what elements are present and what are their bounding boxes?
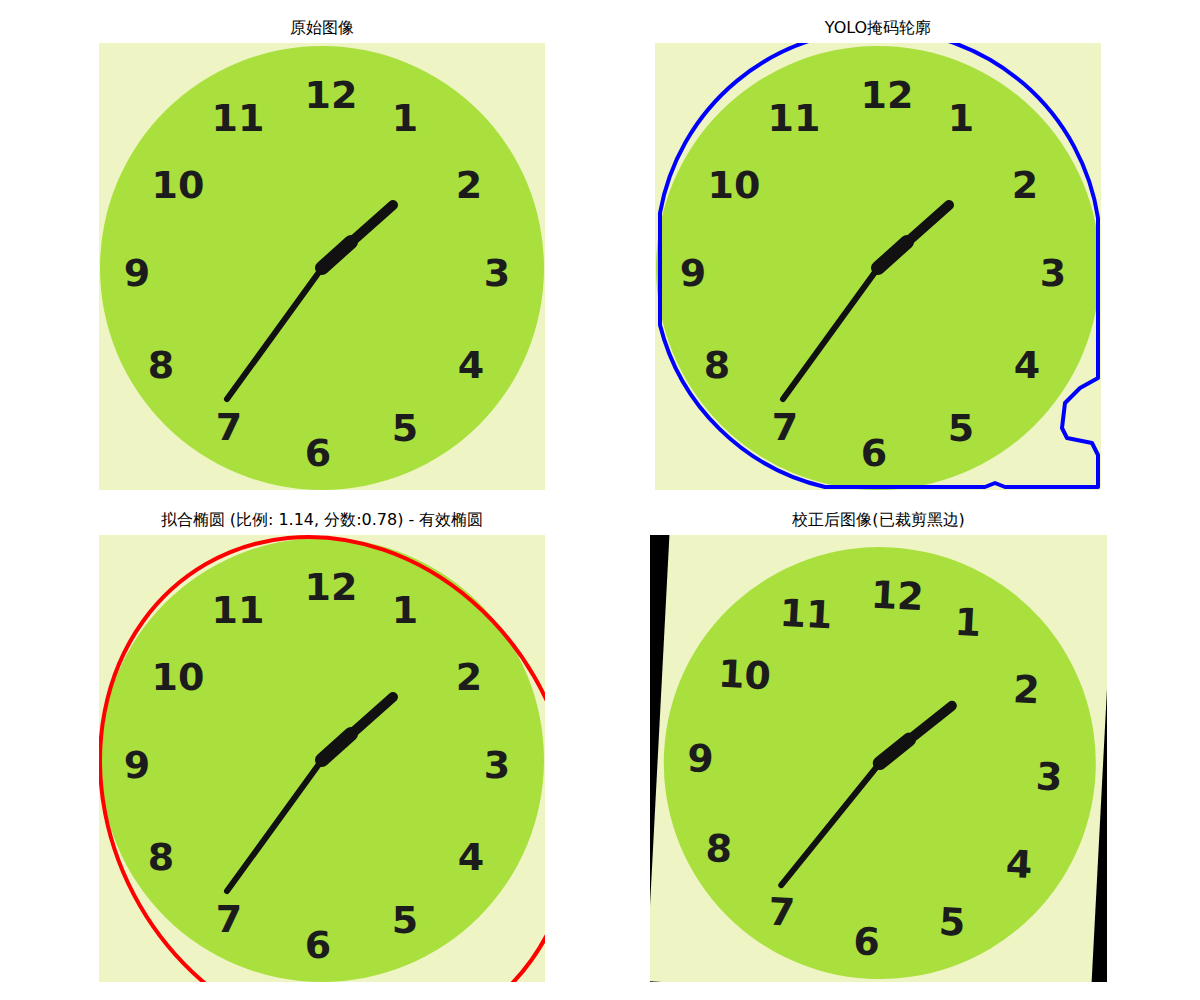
clock-numeral: 9 — [680, 253, 706, 293]
image-panel: YOLO掩码轮廓 12 12 3 45 6 7 8 9 1011 — [655, 9, 1101, 490]
clock-numeral: 3 — [1040, 253, 1066, 293]
clock-numeral: 2 — [456, 657, 482, 697]
clock-numeral: 3 — [484, 253, 510, 293]
clock-numeral: 11 — [212, 98, 265, 138]
panel-title: 校正后图像(已裁剪黑边) — [792, 511, 964, 529]
panel-title: 拟合椭圆 (比例: 1.14, 分数:0.78) - 有效椭圆 — [161, 511, 484, 529]
clock-numeral: 1 — [954, 601, 983, 642]
clock-numeral: 12 — [870, 575, 925, 618]
clock-numeral: 11 — [768, 98, 821, 138]
clock-numeral: 8 — [705, 828, 734, 869]
clock-numeral: 9 — [124, 253, 150, 293]
clock-numeral: 6 — [305, 433, 331, 473]
clock-numeral: 9 — [686, 738, 715, 779]
clock-numeral: 6 — [861, 433, 887, 473]
clock-numeral: 12 — [305, 567, 358, 607]
clock-numeral: 12 — [305, 75, 358, 115]
clock-numeral: 2 — [456, 165, 482, 205]
clock-numeral: 2 — [1012, 165, 1038, 205]
clock-numeral: 5 — [392, 900, 418, 940]
clock-numeral: 11 — [212, 590, 265, 630]
clock-numeral: 10 — [152, 657, 205, 697]
clock-numeral: 11 — [779, 592, 834, 635]
clock-face: 12 12 3 45 6 78 91011 — [639, 523, 1119, 993]
clock-numeral: 1 — [948, 98, 974, 138]
clock-numeral: 8 — [148, 345, 174, 385]
clock-numeral: 7 — [767, 892, 796, 933]
clock-numeral: 4 — [1005, 844, 1034, 885]
clock-numeral: 12 — [861, 75, 914, 115]
clock-numeral: 7 — [216, 407, 242, 447]
image-panel: 原始图像 12 12 3 45 6 7 8 9 1011 — [99, 9, 545, 490]
clock-numeral: 3 — [484, 745, 510, 785]
clock-numeral: 4 — [458, 837, 484, 877]
clock-face: 12 12 3 45 6 7 8 9 1011 — [99, 535, 545, 982]
clock-face: 12 12 3 45 6 7 8 9 1011 — [99, 43, 545, 490]
image-panel: 拟合椭圆 (比例: 1.14, 分数:0.78) - 有效椭圆 12 12 3 45 6 7… — [99, 501, 545, 982]
clock-numeral: 10 — [717, 654, 772, 697]
clock-numeral: 4 — [458, 345, 484, 385]
clock-numeral: 4 — [1014, 345, 1040, 385]
clock-numeral: 2 — [1012, 669, 1041, 710]
clock-numeral: 8 — [148, 837, 174, 877]
clock-numeral: 3 — [1035, 756, 1064, 797]
clock-numeral: 1 — [392, 590, 418, 630]
clock-numeral: 7 — [772, 407, 798, 447]
clock-numeral: 9 — [124, 745, 150, 785]
clock-numeral: 6 — [305, 925, 331, 965]
clock-numeral: 8 — [704, 345, 730, 385]
panel-title: 原始图像 — [290, 19, 354, 37]
clock-numeral: 5 — [938, 902, 967, 943]
clock-numeral: 10 — [152, 165, 205, 205]
clock-numeral: 5 — [392, 408, 418, 448]
clock-numeral: 7 — [216, 899, 242, 939]
clock-numeral: 5 — [948, 408, 974, 448]
clock-numeral: 10 — [708, 165, 761, 205]
clock-numeral: 1 — [392, 98, 418, 138]
clock-face: 12 12 3 45 6 7 8 9 1011 — [655, 43, 1101, 490]
panel-title: YOLO掩码轮廓 — [825, 19, 931, 37]
clock-numeral: 6 — [852, 921, 881, 962]
image-panel: 校正后图像(已裁剪黑边) 12 12 3 45 6 78 91011 — [650, 501, 1107, 982]
